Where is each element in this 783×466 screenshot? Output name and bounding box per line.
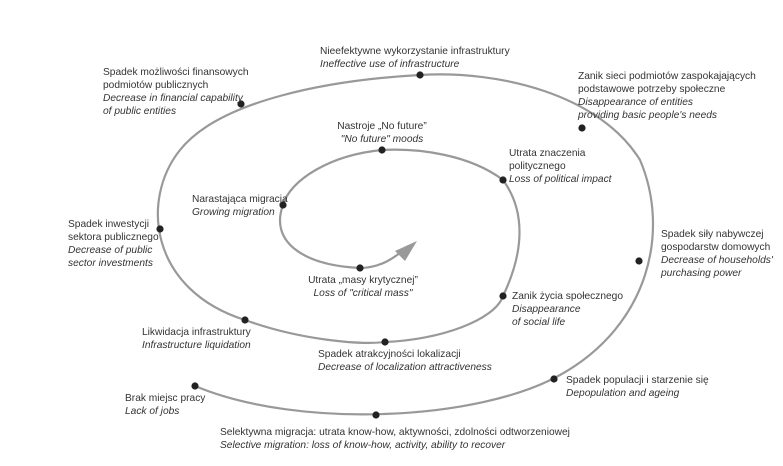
label-ineffective-en: Ineffective use of infrastructure <box>320 59 460 70</box>
label-selective-en: Selective migration: loss of know-how, a… <box>220 440 506 451</box>
label-migration: Narastająca migracja Growing migration <box>192 193 288 219</box>
label-attract-en: Decrease of localization attractiveness <box>318 362 492 373</box>
node-dot-finance <box>237 100 245 108</box>
node-dot-liquidation <box>241 316 249 324</box>
label-investments: Spadek inwestycji sektora publicznego De… <box>68 218 159 270</box>
node-dot-migration <box>279 201 287 209</box>
label-social-en-2: of social life <box>512 317 566 328</box>
label-political-pl-2: politycznego <box>509 161 566 172</box>
label-migration-pl: Narastająca migracja <box>192 194 288 205</box>
label-investments-pl-1: Spadek inwestycji <box>68 219 149 230</box>
label-investments-pl-2: sektora publicznego <box>68 232 159 243</box>
node-dot-selective <box>372 411 380 419</box>
node-dot-entities <box>578 124 586 132</box>
label-investments-en-2: sector investments <box>68 258 153 269</box>
label-moods-en: "No future" moods <box>340 134 424 145</box>
node-dot-jobs <box>191 382 199 390</box>
label-purchasing-en-1: Decrease of households' <box>661 255 773 266</box>
label-critical-en: Loss of "critical mass" <box>313 288 413 299</box>
label-investments-en-1: Decrease of public <box>68 245 153 256</box>
node-dot-moods <box>378 146 386 154</box>
label-moods-pl: Nastroje „No future” <box>337 121 427 132</box>
label-political-pl-1: Utrata znaczenia <box>509 148 586 159</box>
label-purchasing-en-2: purchasing power <box>661 268 742 279</box>
label-entities-pl-2: podstawowe potrzeby społeczne <box>578 84 726 95</box>
label-social: Zanik życia społecznego Disappearance of… <box>512 290 623 329</box>
label-finance: Spadek możliwości finansowych podmiotów … <box>103 66 249 118</box>
label-finance-pl-2: podmiotów publicznych <box>103 80 209 91</box>
label-liquidation-en: Infrastructure liquidation <box>142 340 251 351</box>
node-dot-investments <box>156 225 164 233</box>
label-ineffective: Nieefektywne wykorzystanie infrastruktur… <box>320 45 510 71</box>
label-entities: Zanik sieci podmiotów zaspokajających po… <box>578 70 756 122</box>
node-dot-depopulation <box>550 375 558 383</box>
label-political-en: Loss of political impact <box>509 174 612 185</box>
label-social-pl: Zanik życia społecznego <box>512 291 623 302</box>
label-purchasing-pl-1: Spadek siły nabywczej <box>661 229 764 240</box>
node-dot-ineffective <box>416 71 424 79</box>
node-dot-political <box>499 176 507 184</box>
spiral-inner-arm <box>278 148 521 344</box>
node-dot-purchasing <box>635 257 643 265</box>
label-liquidation: Likwidacja infrastruktury Infrastructure… <box>142 326 251 352</box>
label-finance-en-2: of public entities <box>103 106 177 117</box>
label-depopulation: Spadek populacji i starzenie się Depopul… <box>566 374 709 400</box>
label-selective: Selektywna migracja: utrata know-how, ak… <box>220 426 570 452</box>
label-jobs-en: Lack of jobs <box>125 406 180 417</box>
label-political: Utrata znaczenia politycznego Loss of po… <box>509 147 612 186</box>
label-moods: Nastroje „No future” "No future" moods <box>322 120 442 146</box>
label-entities-en-2: providing basic people's needs <box>578 110 718 121</box>
label-jobs: Brak miejsc pracy Lack of jobs <box>125 392 205 418</box>
label-entities-en-1: Disappearance of entities <box>578 97 693 108</box>
label-ineffective-pl: Nieefektywne wykorzystanie infrastruktur… <box>320 46 510 57</box>
node-dot-critical <box>356 264 364 272</box>
node-dot-social <box>499 292 507 300</box>
node-dot-attract <box>381 338 389 346</box>
label-selective-pl: Selektywna migracja: utrata know-how, ak… <box>220 427 570 438</box>
label-purchasing-pl-2: gospodarstw domowych <box>661 242 771 253</box>
spiral-arrowhead <box>395 241 417 261</box>
label-migration-en: Growing migration <box>192 207 275 218</box>
spiral-outer-arm <box>156 73 655 416</box>
label-attract-pl: Spadek atrakcyjności lokalizacji <box>318 349 461 360</box>
label-purchasing: Spadek siły nabywczej gospodarstw domowy… <box>661 228 773 280</box>
label-critical: Utrata „masy krytycznej” Loss of "critic… <box>298 274 428 300</box>
label-social-en-1: Disappearance <box>512 304 581 315</box>
label-jobs-pl: Brak miejsc pracy <box>125 393 206 404</box>
label-depopulation-pl: Spadek populacji i starzenie się <box>566 375 709 386</box>
label-entities-pl-1: Zanik sieci podmiotów zaspokajających <box>578 71 756 82</box>
label-liquidation-pl: Likwidacja infrastruktury <box>142 327 251 338</box>
label-critical-pl: Utrata „masy krytycznej” <box>308 275 418 286</box>
label-finance-en-1: Decrease in financial capability <box>103 93 243 104</box>
label-finance-pl-1: Spadek możliwości finansowych <box>103 67 249 78</box>
label-attract: Spadek atrakcyjności lokalizacji Decreas… <box>318 348 492 374</box>
label-depopulation-en: Depopulation and ageing <box>566 388 680 399</box>
